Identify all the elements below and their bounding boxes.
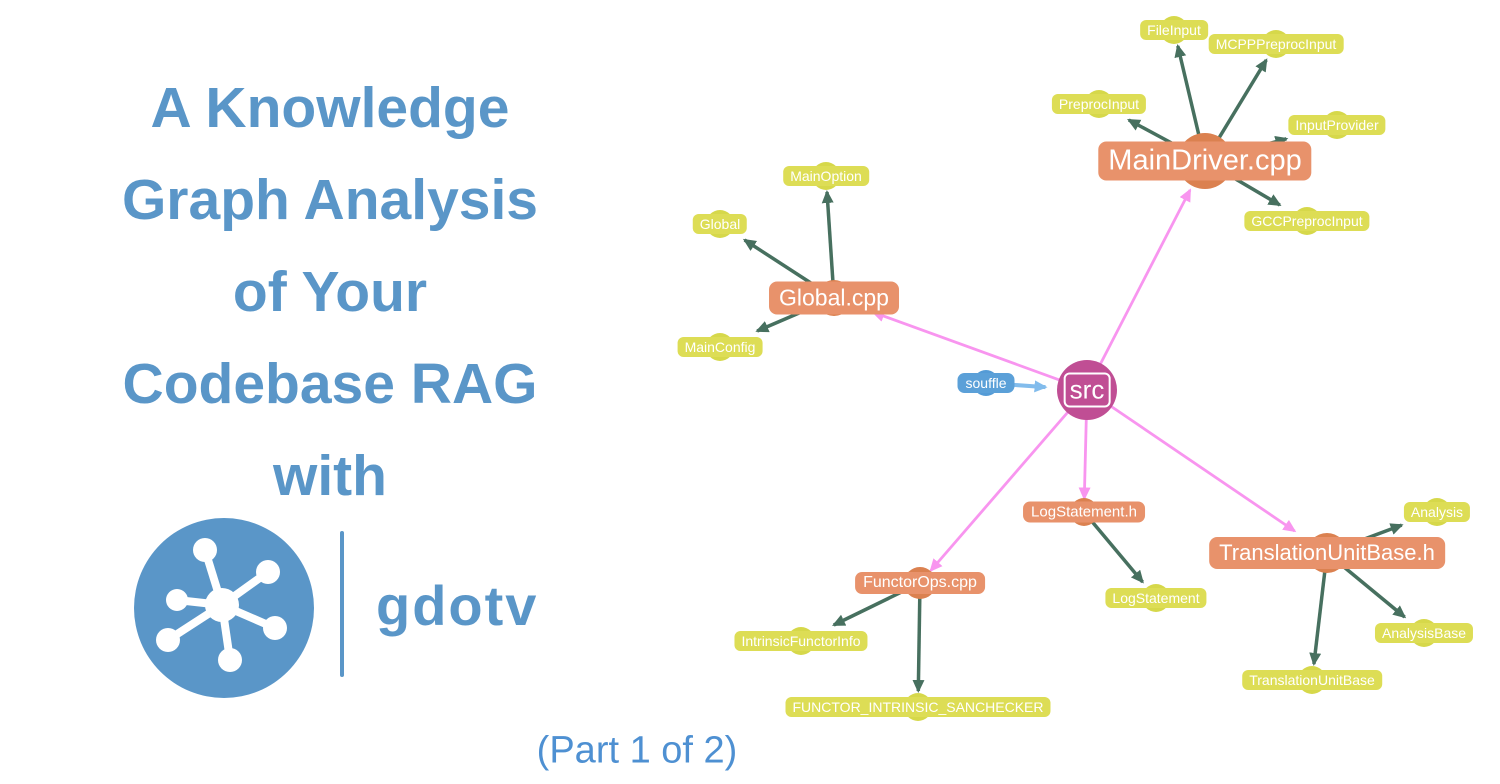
edge-src-functorops-cpp (929, 389, 1089, 573)
graph-node-translationunitbase[interactable]: TranslationUnitBase (1242, 670, 1382, 690)
title-line-1: A Knowledge (150, 76, 510, 141)
brand-name: gdotv (376, 573, 539, 637)
graph-node-mcpppreprocinput[interactable]: MCPPPreprocInput (1208, 34, 1344, 54)
graph-node-intrinsicfunctorinfo[interactable]: IntrinsicFunctorInfo (734, 631, 868, 651)
graph-node-global[interactable]: Global (692, 214, 748, 234)
graph-node-gccpreprocinput[interactable]: GCCPreprocInput (1244, 211, 1370, 231)
graph-node-mainoption[interactable]: MainOption (783, 166, 869, 186)
graph-node-functor-intrinsic-sanchecker[interactable]: FUNCTOR_INTRINSIC_SANCHECKER (785, 697, 1051, 717)
graph-node-maindriver-cpp[interactable]: MainDriver.cpp (1098, 141, 1312, 181)
logo-divider (340, 531, 344, 677)
graph-node-translationunitbase-h[interactable]: TranslationUnitBase.h (1209, 537, 1445, 569)
graph-node-logstatement[interactable]: LogStatement (1105, 588, 1207, 608)
graph-node-src[interactable]: src (1063, 372, 1111, 408)
edge-functorops-cpp-functor-intrinsic-sanchecker (912, 582, 925, 693)
title-line-3: of Your (232, 260, 428, 325)
title-line-2: Graph Analysis (121, 168, 539, 233)
graph-node-mainconfig[interactable]: MainConfig (677, 337, 763, 357)
title-line-4: Codebase RAG (122, 352, 538, 417)
edge-logstatement-h-logstatement (1082, 510, 1144, 584)
graph-node-fileinput[interactable]: FileInput (1140, 20, 1208, 40)
page-title: A Knowledge Graph Analysis of Your Codeb… (28, 62, 632, 522)
graph-node-preprocinput[interactable]: PreprocInput (1051, 94, 1147, 114)
edge-src-maindriver-cpp (1085, 188, 1192, 391)
node-circle-src[interactable] (1057, 360, 1117, 420)
graph-node-analysis[interactable]: Analysis (1403, 502, 1471, 522)
edge-src-global-cpp (871, 310, 1088, 392)
graph-node-functorops-cpp[interactable]: FunctorOps.cpp (855, 572, 985, 594)
graph-node-global-cpp[interactable]: Global.cpp (769, 281, 899, 315)
graph-node-analysisbase[interactable]: AnalysisBase (1374, 623, 1474, 643)
edge-src-translationunitbase-h (1086, 388, 1297, 533)
part-label: (Part 1 of 2) (536, 729, 738, 772)
title-line-5: with (273, 444, 387, 509)
graph-node-souffle[interactable]: souffle (957, 373, 1015, 393)
graph-node-logstatement-h[interactable]: LogStatement.h (1023, 501, 1145, 523)
graph-node-inputprovider[interactable]: InputProvider (1288, 115, 1386, 135)
network-graph-icon (134, 518, 314, 698)
